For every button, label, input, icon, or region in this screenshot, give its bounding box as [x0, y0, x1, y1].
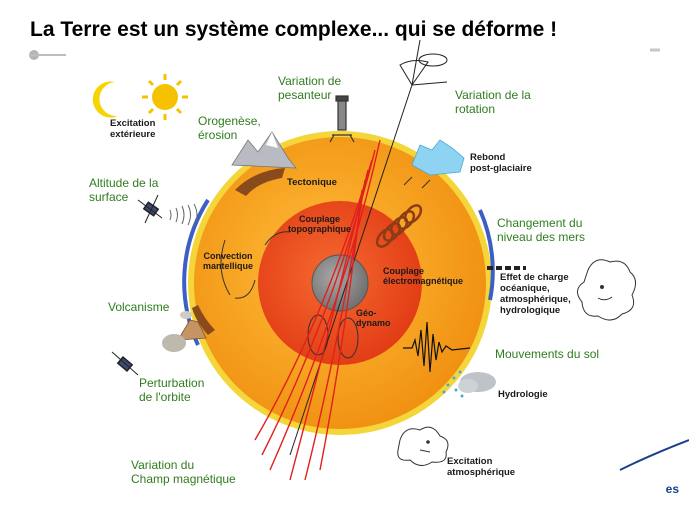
- label-rebond-post-glaciaire: Rebond post-glaciaire: [470, 152, 532, 174]
- label-variation-champ-magnetique: Variation du Champ magnétique: [131, 458, 236, 486]
- glacier-icon: [411, 139, 465, 176]
- label-hydrologie: Hydrologie: [498, 389, 548, 400]
- geodynamo-loop-icon-2: [337, 317, 359, 359]
- page-title: La Terre est un système complexe... qui …: [30, 18, 558, 41]
- convection-arrow-icon: [220, 239, 231, 296]
- satellite-orbit-icon: [111, 351, 139, 376]
- label-tectonique: Tectonique: [287, 177, 337, 188]
- label-convection-mantellique: Convection mantellique: [203, 251, 254, 271]
- corner-swoosh-icon: [619, 439, 689, 471]
- volcano-icon: [162, 311, 207, 352]
- label-excitation-exterieure: Excitation extérieure: [110, 118, 156, 140]
- moon-icon: [92, 81, 118, 118]
- tectonic-plate: [235, 168, 285, 196]
- rain-cloud-icon: [442, 370, 496, 398]
- label-changement-niveau-mers: Changement du niveau des mers: [497, 216, 586, 244]
- label-couplage-topographique: Couplage topographique: [288, 214, 351, 234]
- title-underline: [30, 54, 66, 56]
- magnetic-field-lines: [254, 139, 381, 481]
- label-perturbation-orbite: Perturbation de l'orbite: [139, 376, 205, 404]
- label-altitude-surface: Altitude de la surface: [89, 176, 159, 204]
- ocean-rim-right: [478, 209, 495, 301]
- corner-logo-text: es: [665, 482, 679, 496]
- label-orogenese: Orogenèse, érosion: [198, 114, 261, 142]
- rebound-arrow-icon: [403, 176, 413, 186]
- precession-cone-icon: [399, 60, 429, 86]
- topo-arrow-icon: [264, 231, 291, 246]
- rotation-axis: [289, 84, 413, 456]
- cloud-face-icon: [577, 259, 636, 321]
- sun-icon: [142, 74, 188, 120]
- gravimeter-icon: [329, 95, 355, 143]
- convection-arrow-icon-2: [234, 279, 256, 299]
- label-couplage-electromagnetique: Couplage électromagnétique: [383, 266, 464, 286]
- volcano-plate: [192, 305, 215, 335]
- satellite-icon: [137, 194, 163, 224]
- label-excitation-atmospherique: Excitation atmosphérique: [447, 456, 516, 478]
- label-volcanisme: Volcanisme: [108, 300, 170, 314]
- altimeter-waves-icon: [169, 203, 198, 227]
- mountains-icon: [231, 131, 297, 169]
- coil-icon: [375, 204, 423, 248]
- wind-cloud-icon: [397, 426, 449, 466]
- label-mouvements-du-sol: Mouvements du sol: [495, 347, 600, 361]
- label-effet-de-charge: Effet de charge océanique, atmosphérique…: [500, 272, 571, 316]
- seismogram-icon: [403, 321, 471, 373]
- label-variation-rotation: Variation de la rotation: [455, 88, 531, 116]
- label-geodynamo: Géo- dynamo: [356, 308, 391, 328]
- label-variation-pesanteur: Variation de pesanteur: [278, 74, 342, 102]
